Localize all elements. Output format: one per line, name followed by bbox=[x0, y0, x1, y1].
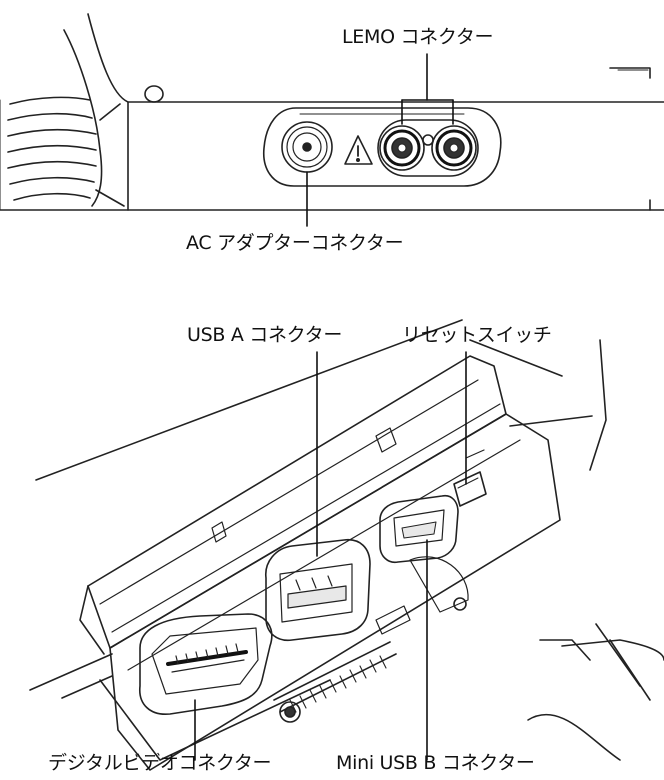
mini-usb-b-port bbox=[379, 494, 459, 564]
top-side-panel bbox=[0, 13, 664, 211]
ac-adapter-connector-label: AC アダプターコネクター bbox=[186, 232, 404, 254]
lemo-connector-label: LEMO コネクター bbox=[342, 26, 494, 48]
reset-switch-label: リセットスイッチ bbox=[402, 324, 552, 346]
bottom-port-panel bbox=[29, 319, 664, 771]
mini-usb-b-connector-label: Mini USB B コネクター bbox=[336, 752, 535, 774]
top-leader-lines bbox=[306, 53, 454, 227]
digital-video-connector-label: デジタルビデオコネクター bbox=[48, 752, 272, 774]
reset-switch-device bbox=[453, 449, 487, 507]
bottom-leader-lines bbox=[194, 351, 467, 761]
usb-a-connector-label: USB A コネクター bbox=[187, 324, 343, 346]
usb-a-port bbox=[265, 539, 371, 642]
digital-video-port bbox=[139, 613, 273, 715]
